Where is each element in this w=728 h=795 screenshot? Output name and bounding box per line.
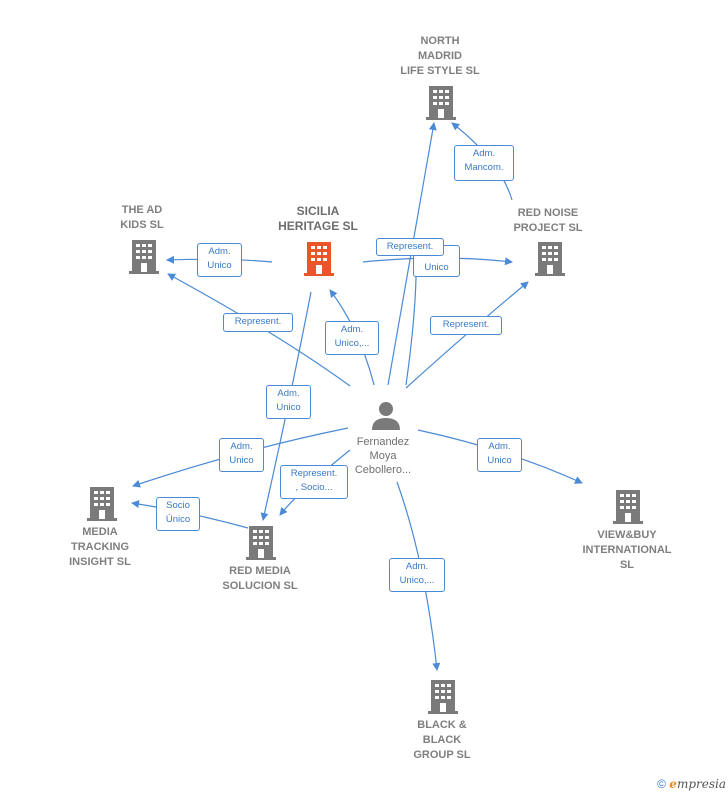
brand-name: mpresia: [676, 777, 726, 791]
node-label-black-black[interactable]: BLACK & BLACK GROUP SL: [413, 719, 471, 761]
building-icon-sicilia-heritage[interactable]: [304, 240, 334, 276]
building-icon-red-media[interactable]: [246, 524, 276, 560]
footer-brand[interactable]: © empresia: [657, 777, 726, 791]
edge-person-adkids: [167, 273, 351, 387]
node-label-person[interactable]: Fernandez Moya Cebollero...: [354, 436, 412, 476]
node-label-north-madrid[interactable]: NORTH MADRID LIFE STYLE SL: [400, 35, 480, 77]
edge-label-adm-unico-media[interactable]: Adm. Unico: [219, 438, 264, 472]
copyright-icon: ©: [657, 777, 666, 791]
building-icon-black-black[interactable]: [428, 678, 458, 714]
edge-label-represent-socio[interactable]: Represent. , Socio...: [280, 465, 348, 499]
edge-label-adm-unico-redmedia[interactable]: Adm. Unico: [266, 385, 311, 419]
edge-person-rednoise: [405, 281, 529, 389]
building-icon-view-buy[interactable]: [613, 488, 643, 524]
node-label-sicilia-heritage[interactable]: SICILIA HERITAGE SL: [278, 204, 358, 233]
edge-label-represent-top[interactable]: Represent.: [376, 238, 444, 256]
building-icon-red-noise[interactable]: [535, 240, 565, 276]
node-label-view-buy[interactable]: VIEW&BUY INTERNATIONAL SL: [582, 529, 672, 571]
edge-label-adm-unico-viewbuy[interactable]: Adm. Unico: [477, 438, 522, 472]
edge-label-adm-unico-black[interactable]: Adm. Unico,...: [389, 558, 445, 592]
edge-label-socio-unico[interactable]: Socio Único: [156, 497, 200, 531]
edge-label-adm-unico-adkids[interactable]: Adm. Unico: [197, 243, 242, 277]
node-label-media-tracking[interactable]: MEDIA TRACKING INSIGHT SL: [69, 526, 131, 568]
edge-label-represent-rednoise[interactable]: Represent.: [430, 316, 502, 335]
building-icon-north-madrid[interactable]: [426, 84, 456, 120]
node-label-the-ad-kids[interactable]: THE AD KIDS SL: [120, 204, 164, 231]
person-icon[interactable]: [371, 400, 401, 430]
edge-label-represent-adkids[interactable]: Represent.: [223, 313, 293, 332]
edge-label-adm-mancom[interactable]: Adm. Mancom.: [454, 145, 514, 181]
edge-label-adm-unico-sicilia[interactable]: Adm. Unico,...: [325, 321, 379, 355]
node-label-red-noise[interactable]: RED NOISE PROJECT SL: [513, 207, 583, 234]
brand-initial: e: [669, 777, 677, 791]
building-icon-media-tracking[interactable]: [87, 485, 117, 521]
node-label-red-media[interactable]: RED MEDIA SOLUCION SL: [222, 565, 298, 592]
building-icon-the-ad-kids[interactable]: [129, 238, 159, 274]
